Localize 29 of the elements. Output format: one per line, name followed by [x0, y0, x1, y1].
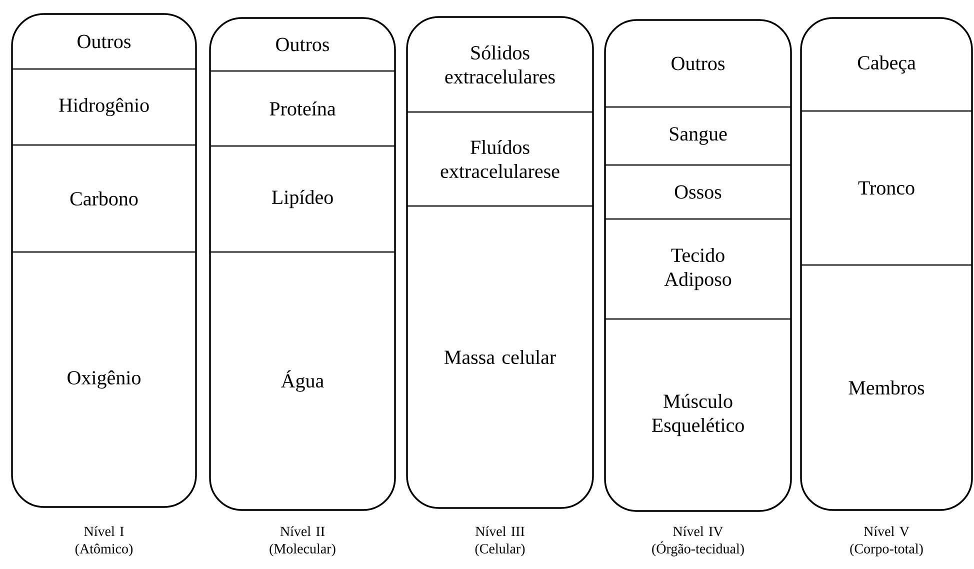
layer-label: Proteína	[270, 101, 336, 116]
column-box	[604, 19, 792, 512]
column-box	[406, 16, 594, 509]
layer-label: Fluídos extracelularese	[440, 140, 560, 178]
layer-label: Músculo Esquelético	[652, 394, 744, 436]
layer-label: Sangue	[670, 127, 727, 145]
level-caption: Nível IV (Órgão-tecidual)	[652, 526, 744, 556]
layer-label: Outros	[78, 34, 130, 48]
level-caption: Nível V (Corpo-total)	[850, 526, 923, 556]
layer-label: Membros	[848, 380, 924, 395]
level-caption: Nível II (Molecular)	[270, 526, 336, 556]
layer-label: Outros	[672, 56, 724, 70]
layer-label: Tronco	[858, 181, 914, 195]
column-box	[800, 17, 973, 511]
level-caption: Nível I (Atômico)	[75, 526, 133, 556]
layer-label: Ossos	[674, 185, 722, 199]
layer-label: Hidrogênio	[59, 98, 149, 116]
column-box	[11, 13, 197, 508]
layer-label: Lipídeo	[272, 190, 333, 208]
layer-label: Carbono	[70, 191, 138, 206]
layer-label: Sólidos extracelulares	[445, 45, 555, 84]
layer-label: Cabeça	[858, 55, 916, 74]
column-box	[209, 17, 396, 511]
layer-label: Água	[281, 370, 324, 392]
layer-label: Outros	[276, 38, 329, 52]
layer-label: Tecido Adiposo	[664, 248, 732, 290]
level-caption: Nível III (Celular)	[475, 526, 525, 556]
layer-label: Oxigênio	[68, 370, 140, 389]
layer-label: Massa celular	[444, 350, 556, 364]
